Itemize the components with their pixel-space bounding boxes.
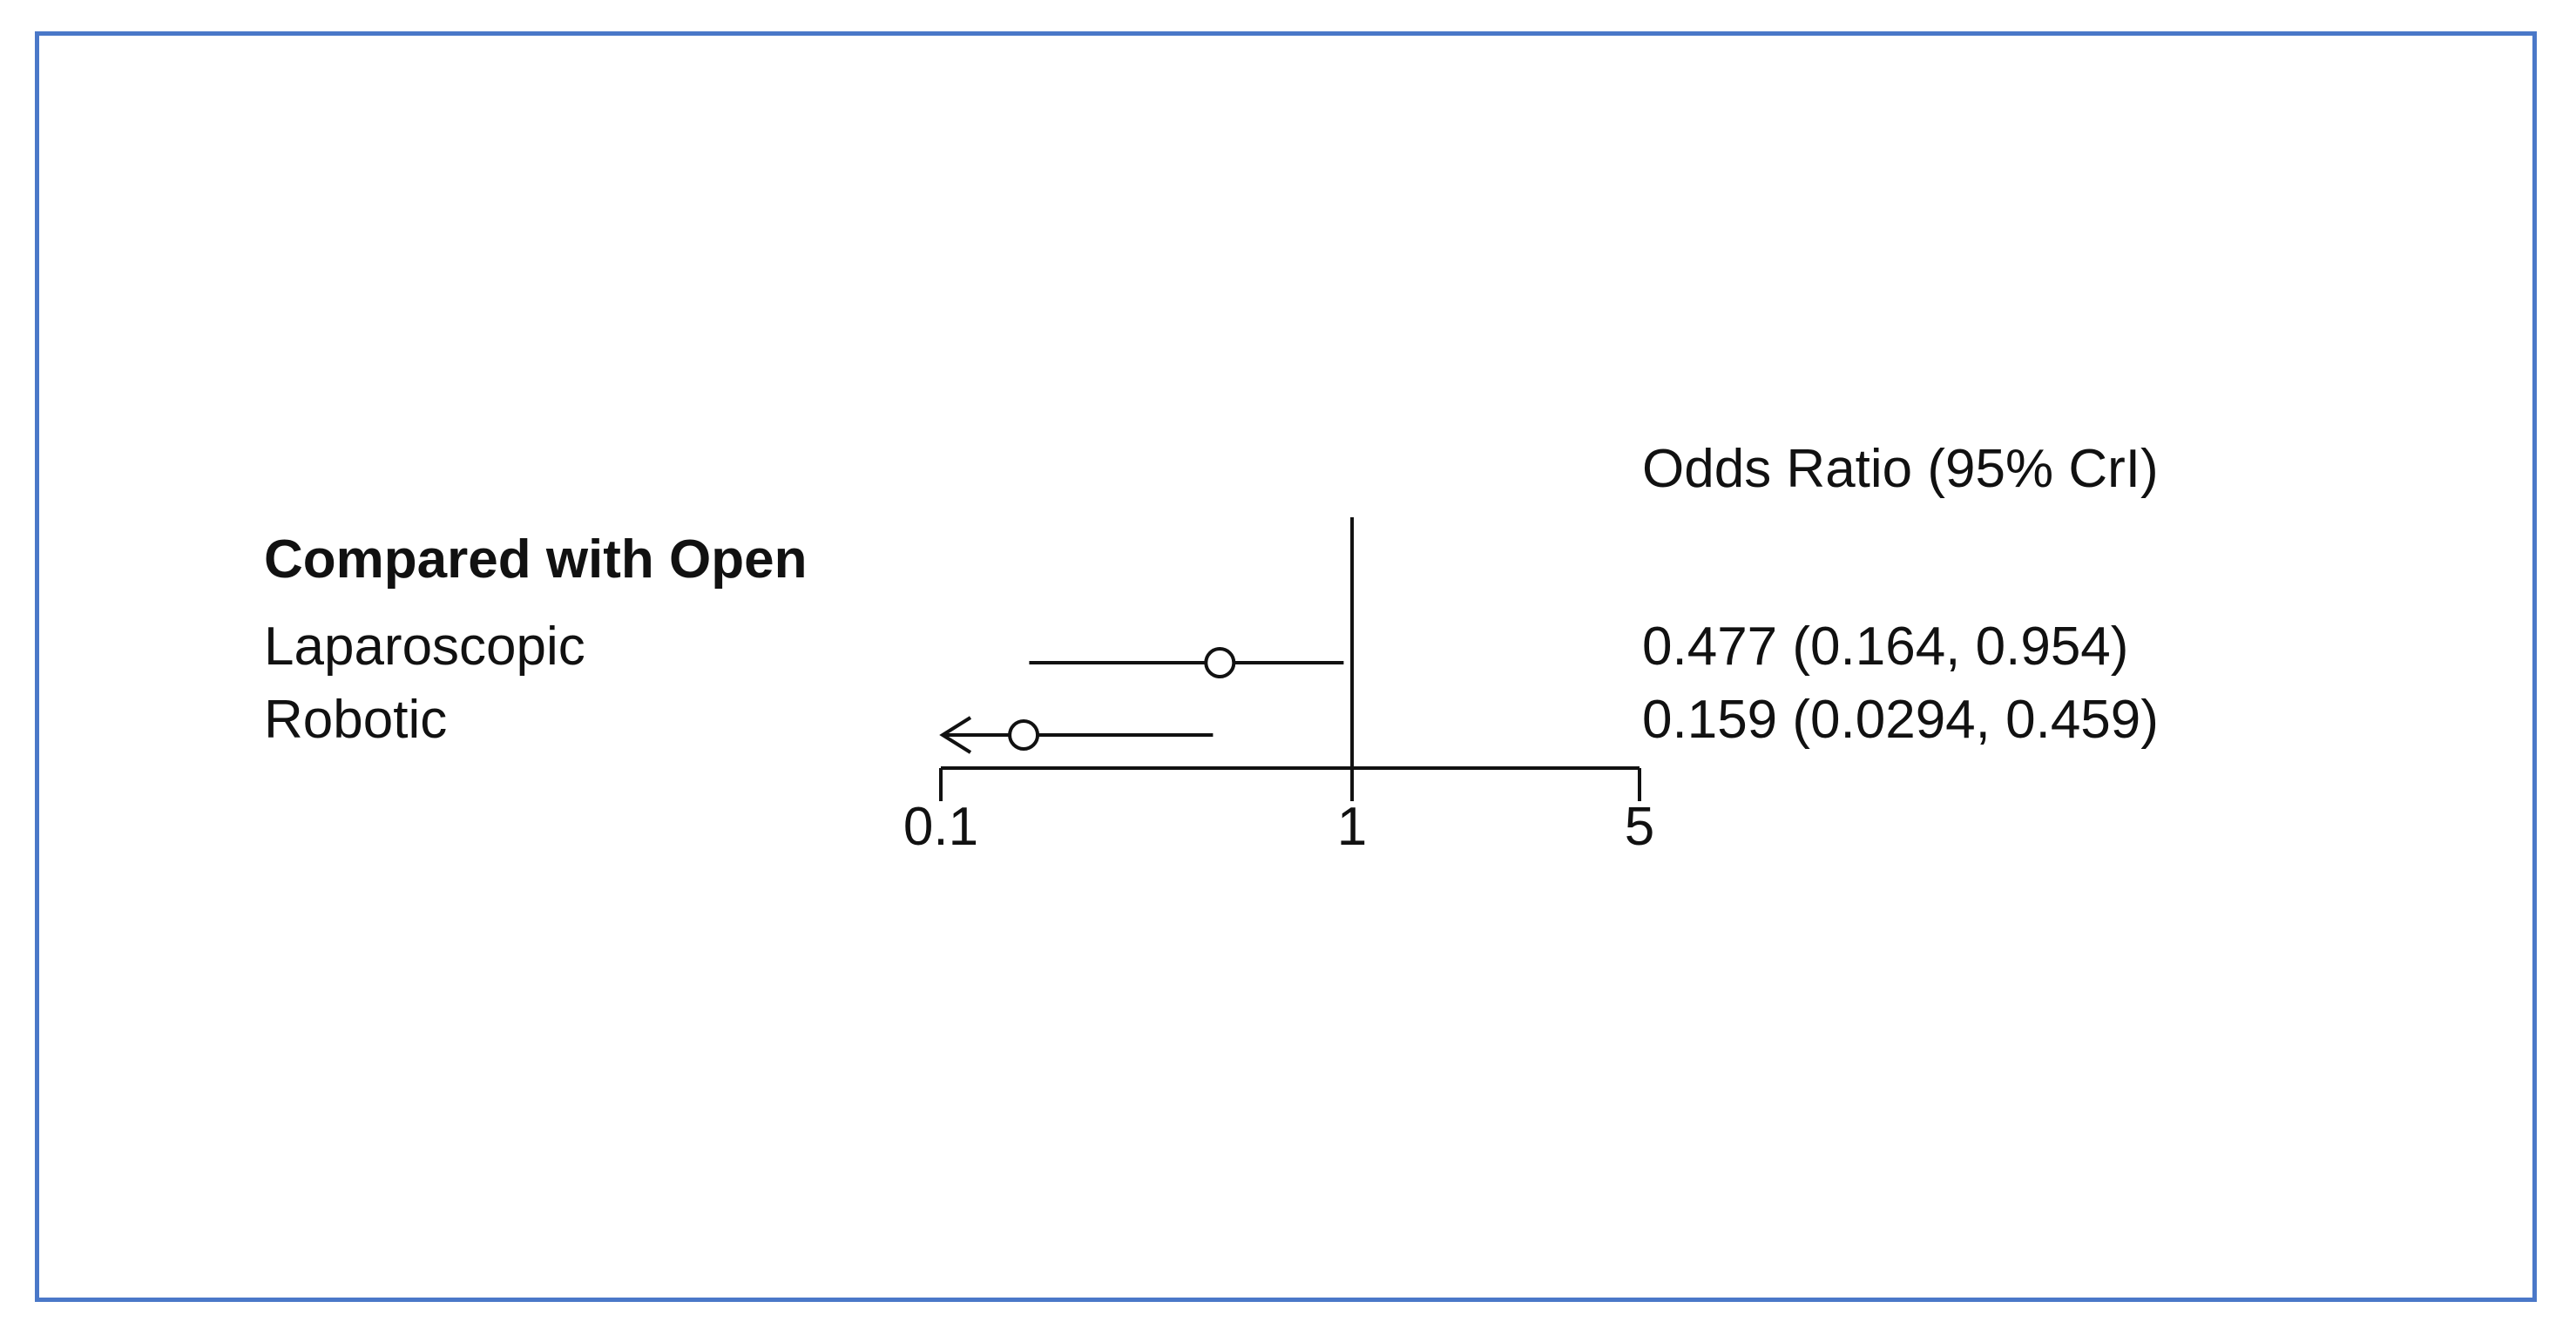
row-label-laparoscopic: Laparoscopic [264,617,585,677]
row-label-robotic: Robotic [264,690,447,750]
odds-ratio-header: Odds Ratio (95% CrI) [1642,439,2159,499]
clip-arrow-robotic [939,716,972,754]
figure-frame: Odds Ratio (95% CrI) Compared with Open … [35,31,2537,1302]
value-label-robotic: 0.159 (0.0294, 0.459) [1642,690,2159,750]
x-tick-label-5: 5 [1625,797,1654,857]
point-estimate-robotic [1008,719,1040,751]
point-estimate-laparoscopic [1204,647,1236,678]
group-label: Compared with Open [264,529,807,590]
value-label-laparoscopic: 0.477 (0.164, 0.954) [1642,617,2128,677]
x-tick-label-0-1: 0.1 [903,797,978,857]
x-tick-label-1: 1 [1337,797,1367,857]
forest-plot: Odds Ratio (95% CrI) Compared with Open … [264,439,2159,857]
